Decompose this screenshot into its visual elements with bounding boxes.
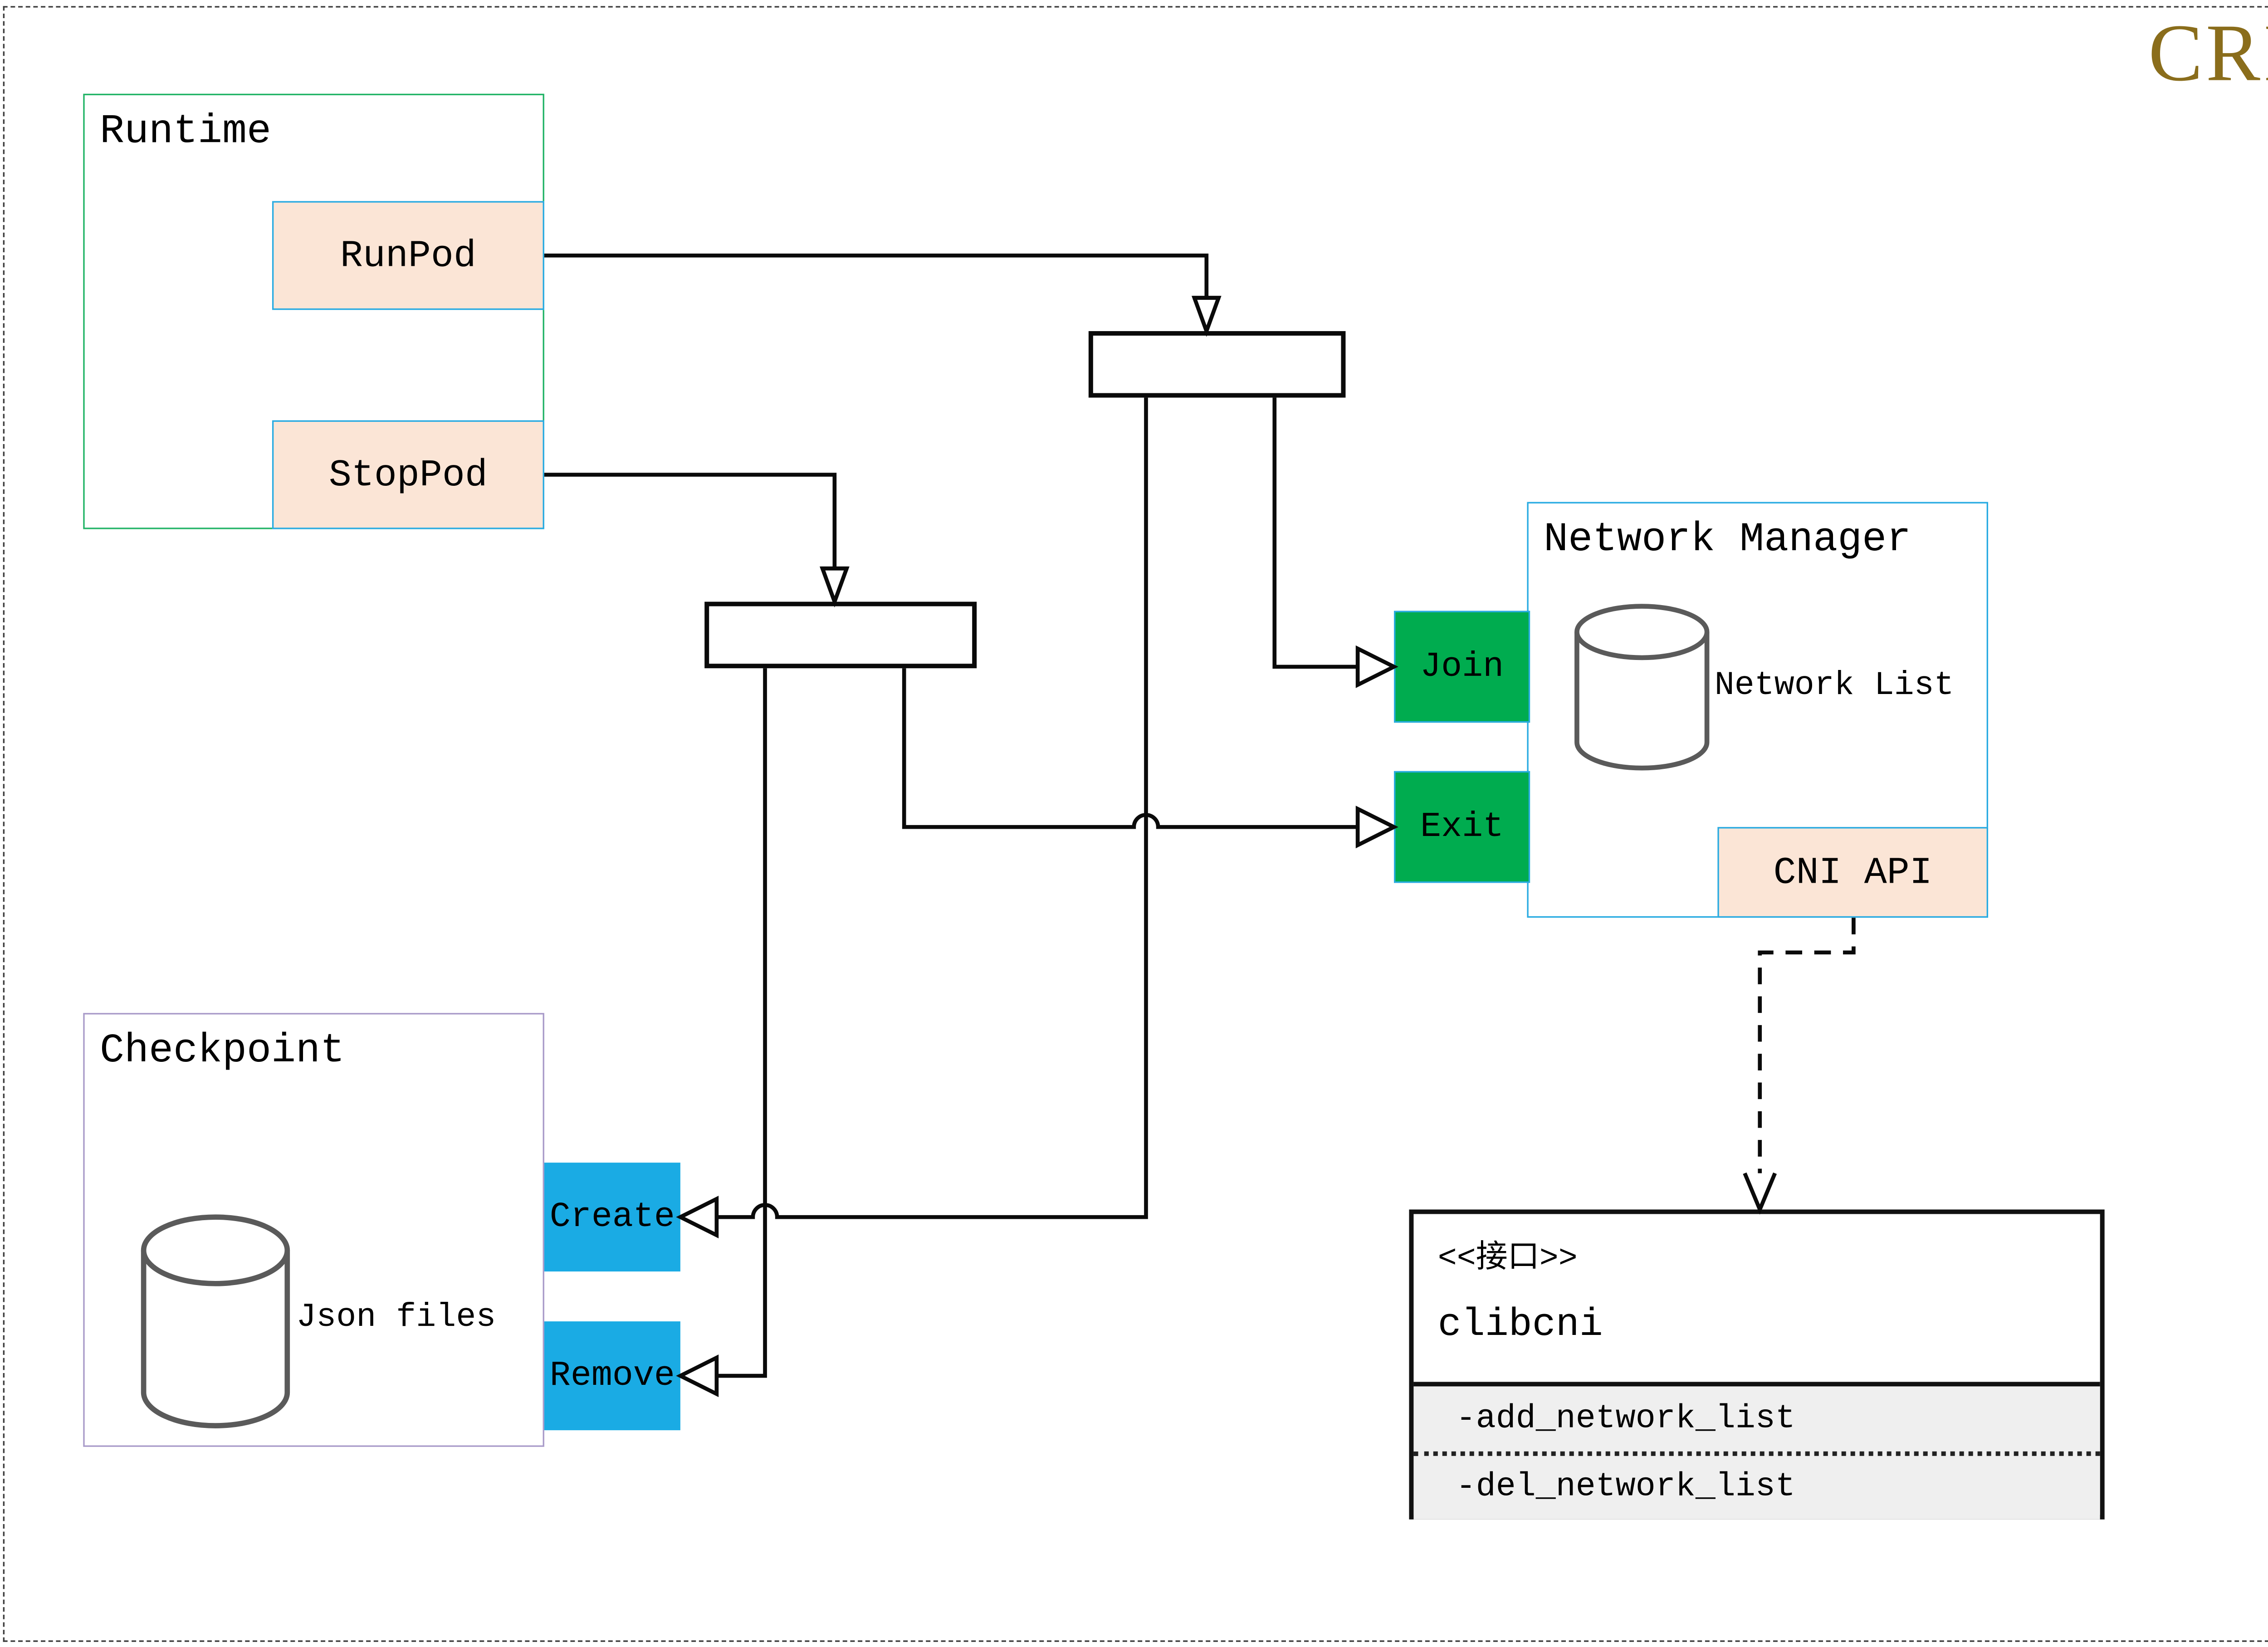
clibcni-stereotype: <<接口>> (1437, 1242, 1578, 1278)
stoppod-button[interactable]: StopPod (272, 420, 544, 529)
clibcni-name: clibcni (1437, 1301, 1603, 1347)
runpod-button[interactable]: RunPod (272, 201, 544, 310)
clibcni-method-add: -add_network_list (1413, 1386, 2100, 1456)
clibcni-interface-class: <<接口>> clibcni -add_network_list -del_ne… (1409, 1209, 2105, 1520)
cri-title: CRI (2148, 7, 2268, 98)
json-files-label: Json files (296, 1299, 496, 1337)
cni-api-button[interactable]: CNI API (1717, 827, 1989, 918)
remove-button[interactable]: Remove (544, 1321, 680, 1431)
junction-bar-top (1088, 331, 1346, 398)
network-list-label: Network List (1714, 666, 1954, 705)
clibcni-header: <<接口>> clibcni (1413, 1214, 2100, 1382)
exit-button[interactable]: Exit (1394, 771, 1530, 883)
clibcni-methods-section: -add_network_list -del_network_list (1413, 1382, 2100, 1520)
join-button[interactable]: Join (1394, 611, 1530, 723)
junction-bar-middle (704, 601, 977, 669)
runtime-title: Runtime (99, 110, 272, 156)
create-button[interactable]: Create (544, 1163, 680, 1272)
checkpoint-box: Checkpoint (83, 1013, 544, 1447)
checkpoint-title: Checkpoint (99, 1029, 345, 1075)
clibcni-method-del: -del_network_list (1456, 1468, 1795, 1506)
network-manager-title: Network Manager (1544, 518, 1911, 564)
page-border (3, 6, 2268, 1642)
